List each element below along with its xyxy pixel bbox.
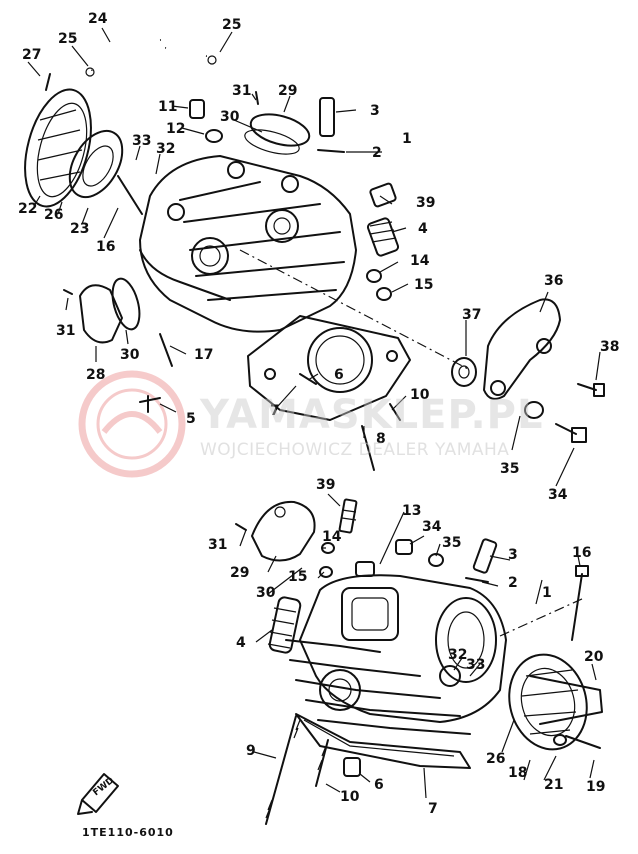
cap-cover-part-top bbox=[244, 91, 311, 155]
callout-7: 7 bbox=[270, 403, 280, 419]
callout-35: 35 bbox=[442, 535, 462, 551]
lower-cylinder-head bbox=[285, 574, 507, 735]
callout-31: 31 bbox=[232, 83, 252, 99]
callout-13: 13 bbox=[402, 503, 422, 519]
callout-36: 36 bbox=[544, 273, 564, 289]
callout-2: 2 bbox=[508, 575, 518, 591]
callout-17: 17 bbox=[194, 347, 214, 363]
callout-32: 32 bbox=[156, 141, 176, 157]
callout-7: 7 bbox=[428, 801, 438, 817]
callout-4: 4 bbox=[418, 221, 428, 237]
callout-3: 3 bbox=[370, 103, 380, 119]
callout-38: 38 bbox=[600, 339, 620, 355]
callout-31: 31 bbox=[208, 537, 228, 553]
callout-29: 29 bbox=[230, 565, 250, 581]
callout-10: 10 bbox=[340, 789, 360, 805]
callout-1: 1 bbox=[402, 131, 412, 147]
right-cover-part bbox=[508, 653, 603, 751]
small-parts-lower bbox=[319, 538, 498, 583]
callout-31: 31 bbox=[56, 323, 76, 339]
callout-30: 30 bbox=[120, 347, 140, 363]
callout-2: 2 bbox=[372, 145, 382, 161]
callout-34: 34 bbox=[422, 519, 442, 535]
callout-32: 32 bbox=[448, 647, 468, 663]
watermark-subtitle: WOJCIECHOWICZ DEALER YAMAHA bbox=[200, 440, 510, 460]
breather-hose-part bbox=[85, 37, 217, 77]
callout-5: 5 bbox=[186, 411, 196, 427]
callout-30: 30 bbox=[220, 109, 240, 125]
rocker-bolts-parts bbox=[524, 383, 605, 443]
callout-6: 6 bbox=[374, 777, 384, 793]
callout-19: 19 bbox=[586, 779, 606, 795]
callout-34: 34 bbox=[548, 487, 568, 503]
callout-16: 16 bbox=[572, 545, 592, 561]
callout-35: 35 bbox=[500, 461, 520, 477]
stud-bolt-16-lower bbox=[571, 565, 589, 641]
callout-11: 11 bbox=[158, 99, 178, 115]
rocker-arm-part bbox=[451, 298, 561, 400]
dealer-logo-watermark bbox=[78, 370, 186, 478]
cap-cover-part-lower bbox=[235, 500, 316, 562]
watermark-brand: YAMASKLEP.PL bbox=[200, 392, 544, 438]
callout-20: 20 bbox=[584, 649, 604, 665]
leader-lines bbox=[27, 27, 601, 799]
callout-4: 4 bbox=[236, 635, 246, 651]
callout-8: 8 bbox=[376, 431, 386, 447]
callout-24: 24 bbox=[88, 11, 108, 27]
callout-18: 18 bbox=[508, 765, 528, 781]
callout-39: 39 bbox=[416, 195, 436, 211]
small-parts-upper bbox=[366, 182, 400, 301]
upper-base-gasket bbox=[247, 315, 411, 421]
callout-10: 10 bbox=[410, 387, 430, 403]
callout-27: 27 bbox=[22, 47, 42, 63]
side-cover-part bbox=[63, 277, 141, 344]
callout-33: 33 bbox=[132, 133, 152, 149]
callout-25: 25 bbox=[222, 17, 242, 33]
callout-1: 1 bbox=[542, 585, 552, 601]
callout-23: 23 bbox=[70, 221, 90, 237]
forward-arrow-icon bbox=[77, 773, 119, 815]
callout-15: 15 bbox=[288, 569, 308, 585]
callout-16: 16 bbox=[96, 239, 116, 255]
valve-spring-part bbox=[267, 596, 302, 654]
diagram-code: 1TE110-6010 bbox=[82, 826, 174, 839]
callout-21: 21 bbox=[544, 777, 564, 793]
callout-12: 12 bbox=[166, 121, 186, 137]
callout-25: 25 bbox=[58, 31, 78, 47]
callout-15: 15 bbox=[414, 277, 434, 293]
stud-bolts-lower bbox=[265, 715, 361, 825]
valve-guide-parts-top bbox=[189, 97, 345, 153]
callout-29: 29 bbox=[278, 83, 298, 99]
callout-3: 3 bbox=[508, 547, 518, 563]
lower-axis-line bbox=[499, 597, 585, 637]
callout-6: 6 bbox=[334, 367, 344, 383]
upper-cylinder-head bbox=[139, 155, 357, 333]
callout-26: 26 bbox=[486, 751, 506, 767]
lower-base-gasket bbox=[295, 713, 471, 769]
left-cover-part bbox=[24, 73, 143, 215]
spark-plug-part bbox=[338, 498, 358, 534]
callout-14: 14 bbox=[322, 529, 342, 545]
callout-22: 22 bbox=[18, 201, 38, 217]
callout-37: 37 bbox=[462, 307, 482, 323]
callout-33: 33 bbox=[466, 657, 486, 673]
callout-9: 9 bbox=[246, 743, 256, 759]
callout-14: 14 bbox=[410, 253, 430, 269]
assembly-axis-line bbox=[239, 249, 471, 371]
callout-28: 28 bbox=[86, 367, 106, 383]
callout-39: 39 bbox=[316, 477, 336, 493]
callout-26: 26 bbox=[44, 207, 64, 223]
callout-30: 30 bbox=[256, 585, 276, 601]
